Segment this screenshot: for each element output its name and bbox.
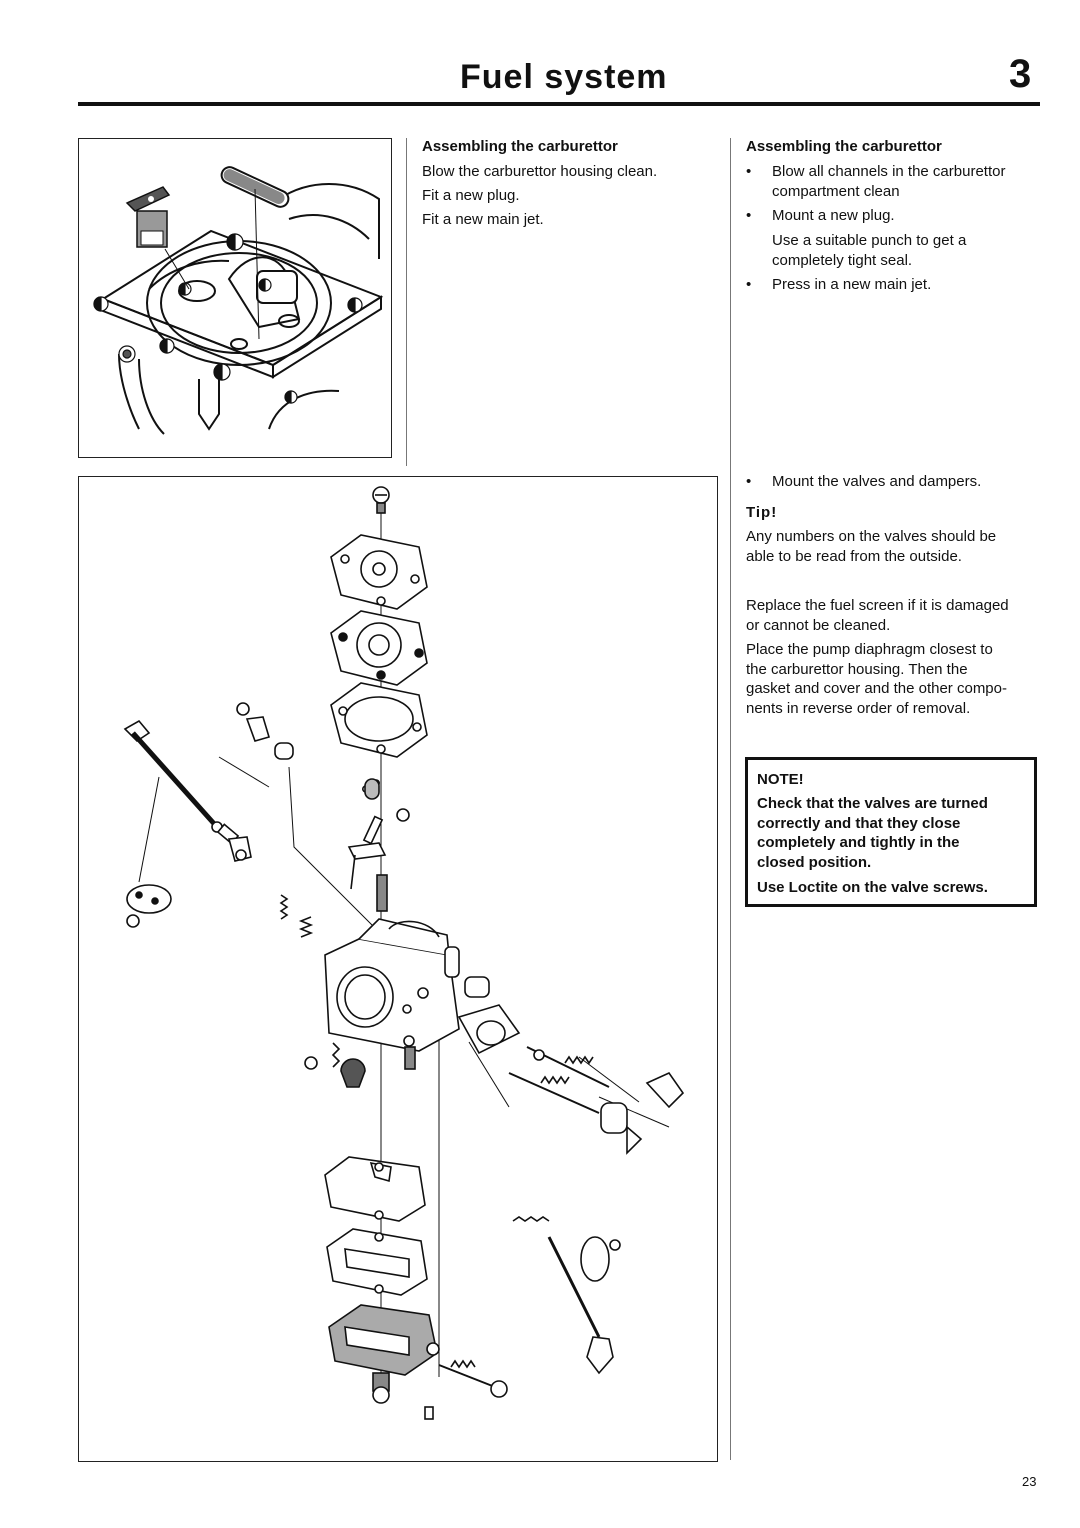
note-text: Check that the valves are turned correct… [757,794,988,872]
paragraph-pump-diaphragm: Place the pump diaphragm closest to the … [746,640,1007,718]
chapter-number: 3 [1009,52,1032,96]
bullet-3-text: Press in a new main jet. [772,276,932,293]
para2-line-1: Place the pump diaphragm closest to [746,641,993,658]
bullet-item-4: • Mount the valves and dampers. [746,472,1046,492]
note-line-2: correctly and that they close [757,814,961,832]
middle-line-1: Blow the carburettor housing clean. [422,163,658,180]
middle-line-2: Fit a new plug. [422,187,520,204]
tip-text: Any numbers on the valves should be able… [746,527,996,566]
bullet-item-3: • Press in a new main jet. [746,275,1046,295]
bullet-4-text: Mount the valves and dampers. [772,473,982,490]
bullet-1-line-1: Blow all channels in the carburettor [772,163,1006,180]
tip-line-2: able to be read from the outside. [746,547,962,565]
note-box: NOTE! Check that the valves are turned c… [745,757,1037,907]
tip-line-1: Any numbers on the valves should be [746,528,997,545]
bullet-icon: • [746,473,752,490]
column-divider [406,138,407,466]
note-loctite: Use Loctite on the valve screws. [757,879,988,896]
bullet-1-line-2: compartment clean [772,182,900,200]
middle-heading: Assembling the carburettor [422,138,618,155]
middle-line-3: Fit a new main jet. [422,211,544,228]
note-line-3: completely and tightly in the [757,834,960,851]
bullet-item-1: • Blow all channels in the carburettor c… [746,162,1046,201]
para2-line-2: the carburettor housing. Then the [746,660,968,678]
note-line-1: Check that the valves are turned [757,795,988,812]
page-number: 23 [1022,1474,1037,1489]
bullet-2-subtext: Use a suitable punch to get a completely… [772,231,966,270]
bullet-icon: • [746,207,752,224]
figure-carburettor-housing [78,138,392,458]
bullet-2-sub-line-2: completely tight seal. [772,251,913,269]
para2-line-3: gasket and cover and the other compo- [746,680,1007,697]
carburettor-housing-illustration [93,166,384,435]
paragraph-fuel-screen: Replace the fuel screen if it is damaged… [746,596,1009,635]
tip-label: Tip! [746,504,778,521]
note-line-4: closed position. [757,853,872,871]
bullet-2-sub-line-1: Use a suitable punch to get a [772,232,967,249]
right-heading: Assembling the carburettor [746,138,942,155]
bullet-2-text: Mount a new plug. [772,207,895,224]
bullet-icon: • [746,163,752,180]
header-rule [78,102,1040,106]
para1-line-1: Replace the fuel screen if it is damaged [746,597,1009,614]
bullet-item-2: • Mount a new plug. [746,206,1046,226]
right-column-divider [730,138,731,1460]
exploded-carburettor-illustration [123,486,685,1420]
note-label: NOTE! [757,771,804,788]
bullet-icon: • [746,276,752,293]
para2-line-4: nents in reverse order of removal. [746,699,971,717]
figure-exploded-carburettor [78,476,718,1462]
para1-line-2: or cannot be cleaned. [746,616,891,634]
page-title: Fuel system [460,58,668,96]
